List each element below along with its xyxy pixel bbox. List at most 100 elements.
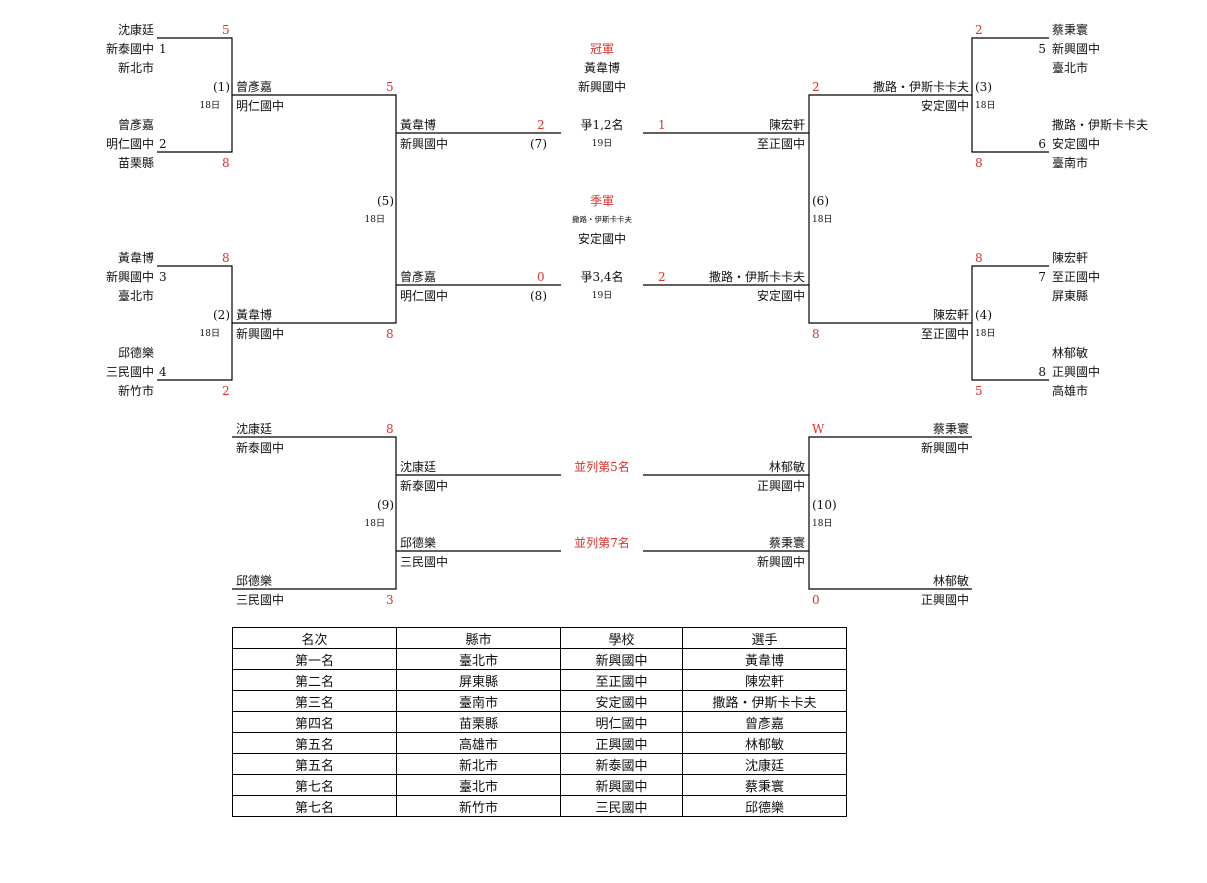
right-finalist2-score: 2 [658,270,666,284]
fifth-right-school: 正興國中 [756,479,805,493]
rank-cell: 第五名 [232,753,397,775]
seed3-name: 黃韋博 [117,251,154,265]
city-cell: 新竹市 [396,795,561,817]
seed3-score: 8 [222,251,230,265]
header-player: 選手 [682,627,847,649]
school-cell: 三民國中 [560,795,683,817]
city-cell: 臺北市 [396,648,561,670]
seed1-city: 新北市 [117,61,154,75]
left-finalist1-school: 新興國中 [400,137,449,151]
header-school: 學校 [560,627,683,649]
match10-number: (10) [812,498,837,512]
seed3-city: 臺北市 [117,289,154,303]
ranking-header-row: 名次 縣市 學校 選手 [232,627,847,649]
match3-score: 2 [812,80,820,94]
left-finalist2-score: 0 [537,270,545,284]
city-cell: 臺南市 [396,690,561,712]
seed6-name: 撒路‧伊斯卡卡夫 [1052,118,1149,132]
table-row: 第三名臺南市安定國中撒路‧伊斯卡卡夫 [232,690,847,712]
match1-score: 5 [386,80,394,94]
seed5-number: 5 [1038,42,1046,56]
player-cell: 蔡秉寰 [682,774,847,796]
seed4-score: 2 [222,384,230,398]
match3-number: (3) [975,80,992,94]
seventh-right-name: 蔡秉寰 [768,536,805,550]
match9-player-b-score: 3 [386,593,394,607]
third-match-day: 19日 [591,291,613,301]
school-cell: 新興國中 [560,648,683,670]
match1-winner-school: 明仁國中 [236,99,285,113]
rank-cell: 第五名 [232,732,397,754]
third-place-label: 季軍 [589,194,614,208]
table-row: 第五名新北市新泰國中沈康廷 [232,753,847,775]
final-label: 爭1,2名 [580,118,624,132]
fifth-left-school: 新泰國中 [400,479,449,493]
match3-winner-name: 撒路‧伊斯卡卡夫 [872,80,969,94]
match4-score: 8 [812,327,820,341]
seed6-city: 臺南市 [1052,156,1089,170]
school-cell: 至正國中 [560,669,683,691]
rank-cell: 第七名 [232,774,397,796]
match3-winner-school: 安定國中 [920,99,969,113]
right-finalist1-school: 至正國中 [756,137,805,151]
city-cell: 臺北市 [396,774,561,796]
match5-number: (5) [377,194,394,208]
seed3-school: 新興國中 [105,270,154,284]
header-rank: 名次 [232,627,397,649]
match9-player-a-name: 沈康廷 [236,422,273,436]
seed8-number: 8 [1038,365,1046,379]
match4-winner-school: 至正國中 [920,327,969,341]
player-cell: 曾彥嘉 [682,711,847,733]
rank-cell: 第七名 [232,795,397,817]
seed1-school: 新泰國中 [105,42,154,56]
table-row: 第七名臺北市新興國中蔡秉寰 [232,774,847,796]
seed8-score: 5 [975,384,983,398]
match2-winner-school: 新興國中 [236,327,285,341]
city-cell: 屏東縣 [396,669,561,691]
seed5-city: 臺北市 [1052,61,1089,75]
seed3-number: 3 [159,270,167,284]
tournament-bracket: 沈康廷 5 新泰國中 1 新北市 (1) 18日 曾彥嘉 5 明仁國中 曾彥嘉 … [105,23,1149,607]
left-finalist1-score: 2 [537,118,545,132]
seed7-name: 陳宏軒 [1052,251,1089,265]
seed8-name: 林郁敏 [1052,346,1089,360]
match10-player-b-score: 0 [812,593,820,607]
match5-day: 18日 [364,215,385,225]
rank-cell: 第二名 [232,669,397,691]
city-cell: 苗栗縣 [396,711,561,733]
player-cell: 沈康廷 [682,753,847,775]
match2-winner-name: 黃韋博 [236,308,273,322]
seed4-name: 邱德樂 [117,346,154,360]
match10-player-a-score: W [812,422,825,436]
fifth-left-name: 沈康廷 [400,460,437,474]
match9-player-a-school: 新泰國中 [236,441,285,455]
rank-cell: 第三名 [232,690,397,712]
player-cell: 陳宏軒 [682,669,847,691]
seventh-place-label: 並列第7名 [574,536,630,550]
seed1-score: 5 [222,23,230,37]
seed6-score: 8 [975,156,983,170]
match2-number: (2) [213,308,230,322]
school-cell: 新泰國中 [560,753,683,775]
match9-day: 18日 [364,519,385,529]
match1-number: (1) [213,80,230,94]
match4-day: 18日 [975,329,996,339]
school-cell: 新興國中 [560,774,683,796]
seventh-right-school: 新興國中 [756,555,805,569]
champion-school: 新興國中 [577,80,626,94]
seed4-school: 三民國中 [105,365,154,379]
third-place-school: 安定國中 [577,232,626,246]
seed5-school: 新興國中 [1052,42,1101,56]
seed5-name: 蔡秉寰 [1052,23,1089,37]
match6-day: 18日 [812,215,833,225]
third-match-label: 爭3,4名 [580,270,624,284]
match4-winner-name: 陳宏軒 [932,308,969,322]
match7-number: (7) [530,137,547,151]
school-cell: 正興國中 [560,732,683,754]
champion-label: 冠軍 [589,42,614,56]
seed4-city: 新竹市 [117,384,154,398]
right-finalist2-school: 安定國中 [756,289,805,303]
fifth-place-label: 並列第5名 [574,460,630,474]
match9-player-b-name: 邱德樂 [236,574,273,588]
match10-player-a-school: 新興國中 [920,441,969,455]
